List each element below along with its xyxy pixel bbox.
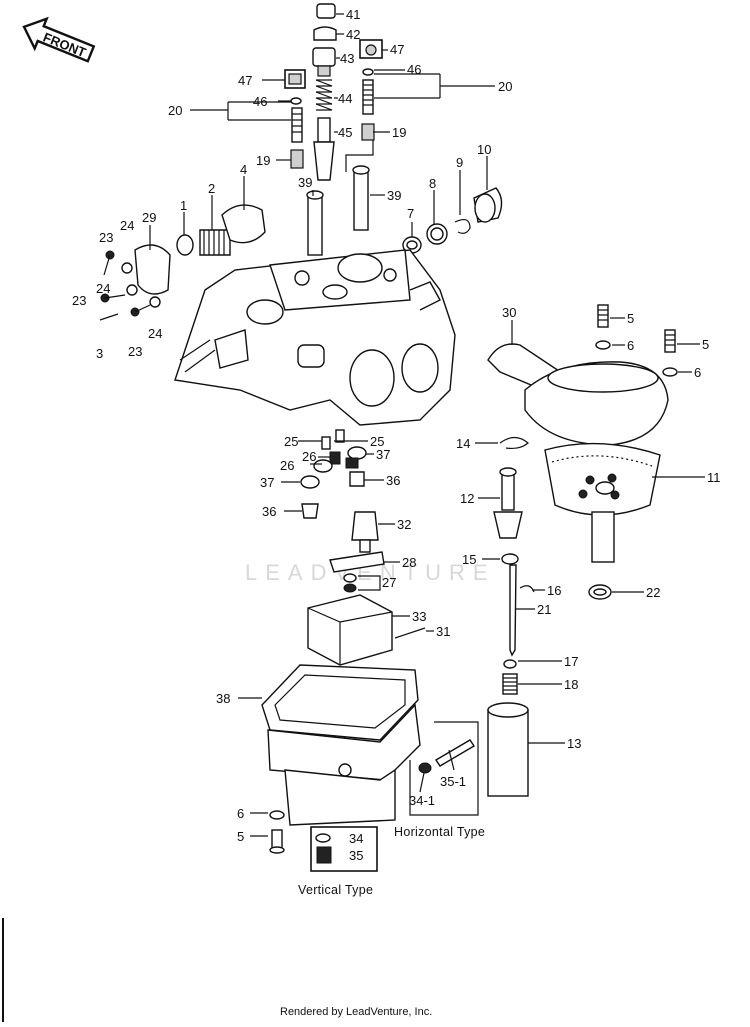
- label-18: 18: [564, 677, 578, 692]
- label-20-left: 20: [168, 103, 182, 118]
- label-27: 27: [382, 575, 396, 590]
- label-15: 15: [462, 552, 476, 567]
- part-20-jet-right: [361, 79, 375, 141]
- label-9: 9: [456, 155, 463, 170]
- vertical-type-box: [310, 826, 378, 872]
- label-16: 16: [547, 583, 561, 598]
- part-labels: 41 42 43 47 46 20 44 45 19 47 46 20 19 3…: [72, 7, 721, 863]
- part-47-box-right: [359, 39, 383, 59]
- label-23-mid: 23: [72, 293, 86, 308]
- part-6-washer-lower: [269, 810, 285, 820]
- right-small-parts: [402, 187, 503, 254]
- label-24-bottom: 24: [148, 326, 162, 341]
- label-47-left: 47: [238, 73, 252, 88]
- part-5-screw-lower: [269, 829, 285, 854]
- left-side-parts: [99, 204, 266, 321]
- label-20-right: 20: [498, 79, 512, 94]
- part-46-washer-right: [362, 68, 374, 76]
- label-44: 44: [338, 91, 352, 106]
- label-35: 35: [349, 848, 363, 863]
- label-24-top: 24: [120, 218, 134, 233]
- part-20-jet-left: [290, 107, 304, 169]
- label-23-top: 23: [99, 230, 113, 245]
- label-46-right: 46: [407, 62, 421, 77]
- label-1: 1: [180, 198, 187, 213]
- float-valve-parts: [329, 511, 385, 593]
- label-33: 33: [412, 609, 426, 624]
- label-5-lower: 5: [237, 829, 244, 844]
- label-3: 3: [96, 346, 103, 361]
- footer-text: Rendered by LeadVenture, Inc.: [280, 1006, 432, 1018]
- top-stack-parts: [312, 3, 337, 181]
- label-37-left: 37: [260, 475, 274, 490]
- caption-vertical-type: Vertical Type: [298, 883, 373, 897]
- label-45: 45: [338, 125, 352, 140]
- label-35-1: 35-1: [440, 774, 466, 789]
- label-17: 17: [564, 654, 578, 669]
- label-42: 42: [346, 27, 360, 42]
- label-26-upper: 26: [302, 449, 316, 464]
- label-5-right-top: 5: [627, 311, 634, 326]
- right-side-parts: [487, 304, 678, 797]
- label-34-1: 34-1: [409, 793, 435, 808]
- label-31: 31: [436, 624, 450, 639]
- float-parts: [307, 594, 426, 666]
- label-46-left: 46: [253, 94, 267, 109]
- label-10: 10: [477, 142, 491, 157]
- label-22: 22: [646, 585, 660, 600]
- horizontal-type-detail: [409, 721, 479, 816]
- part-39-tubes: [306, 165, 370, 256]
- label-36-right: 36: [386, 473, 400, 488]
- label-19-left: 19: [256, 153, 270, 168]
- jet-parts: [300, 429, 367, 519]
- label-25-right: 25: [370, 434, 384, 449]
- label-26-lower: 26: [280, 458, 294, 473]
- label-2: 2: [208, 181, 215, 196]
- label-37-right: 37: [376, 447, 390, 462]
- label-7: 7: [407, 206, 414, 221]
- label-34: 34: [349, 831, 363, 846]
- label-38: 38: [216, 691, 230, 706]
- label-5-right: 5: [702, 337, 709, 352]
- label-14: 14: [456, 436, 470, 451]
- label-30: 30: [502, 305, 516, 320]
- label-4: 4: [240, 162, 247, 177]
- label-12: 12: [460, 491, 474, 506]
- label-41: 41: [346, 7, 360, 22]
- label-19-right: 19: [392, 125, 406, 140]
- label-21: 21: [537, 602, 551, 617]
- float-bowl: [261, 664, 421, 826]
- caption-horizontal-type: Horizontal Type: [394, 825, 485, 839]
- label-39-left: 39: [298, 175, 312, 190]
- part-47-box-left: [284, 69, 306, 89]
- front-arrow: FRONT: [22, 16, 96, 63]
- label-25-left: 25: [284, 434, 298, 449]
- label-6-right: 6: [694, 365, 701, 380]
- label-8: 8: [429, 176, 436, 191]
- label-24-mid: 24: [96, 281, 110, 296]
- label-43: 43: [340, 51, 354, 66]
- label-11: 11: [707, 470, 721, 485]
- label-13: 13: [567, 736, 581, 751]
- label-23-bottom: 23: [128, 344, 142, 359]
- label-36-left: 36: [262, 504, 276, 519]
- label-6-lower: 6: [237, 806, 244, 821]
- label-39-right: 39: [387, 188, 401, 203]
- carburetor-body: [174, 249, 456, 426]
- leader-lines: [149, 13, 705, 837]
- label-28: 28: [402, 555, 416, 570]
- label-32: 32: [397, 517, 411, 532]
- label-47-right: 47: [390, 42, 404, 57]
- label-29: 29: [142, 210, 156, 225]
- label-6-right-top: 6: [627, 338, 634, 353]
